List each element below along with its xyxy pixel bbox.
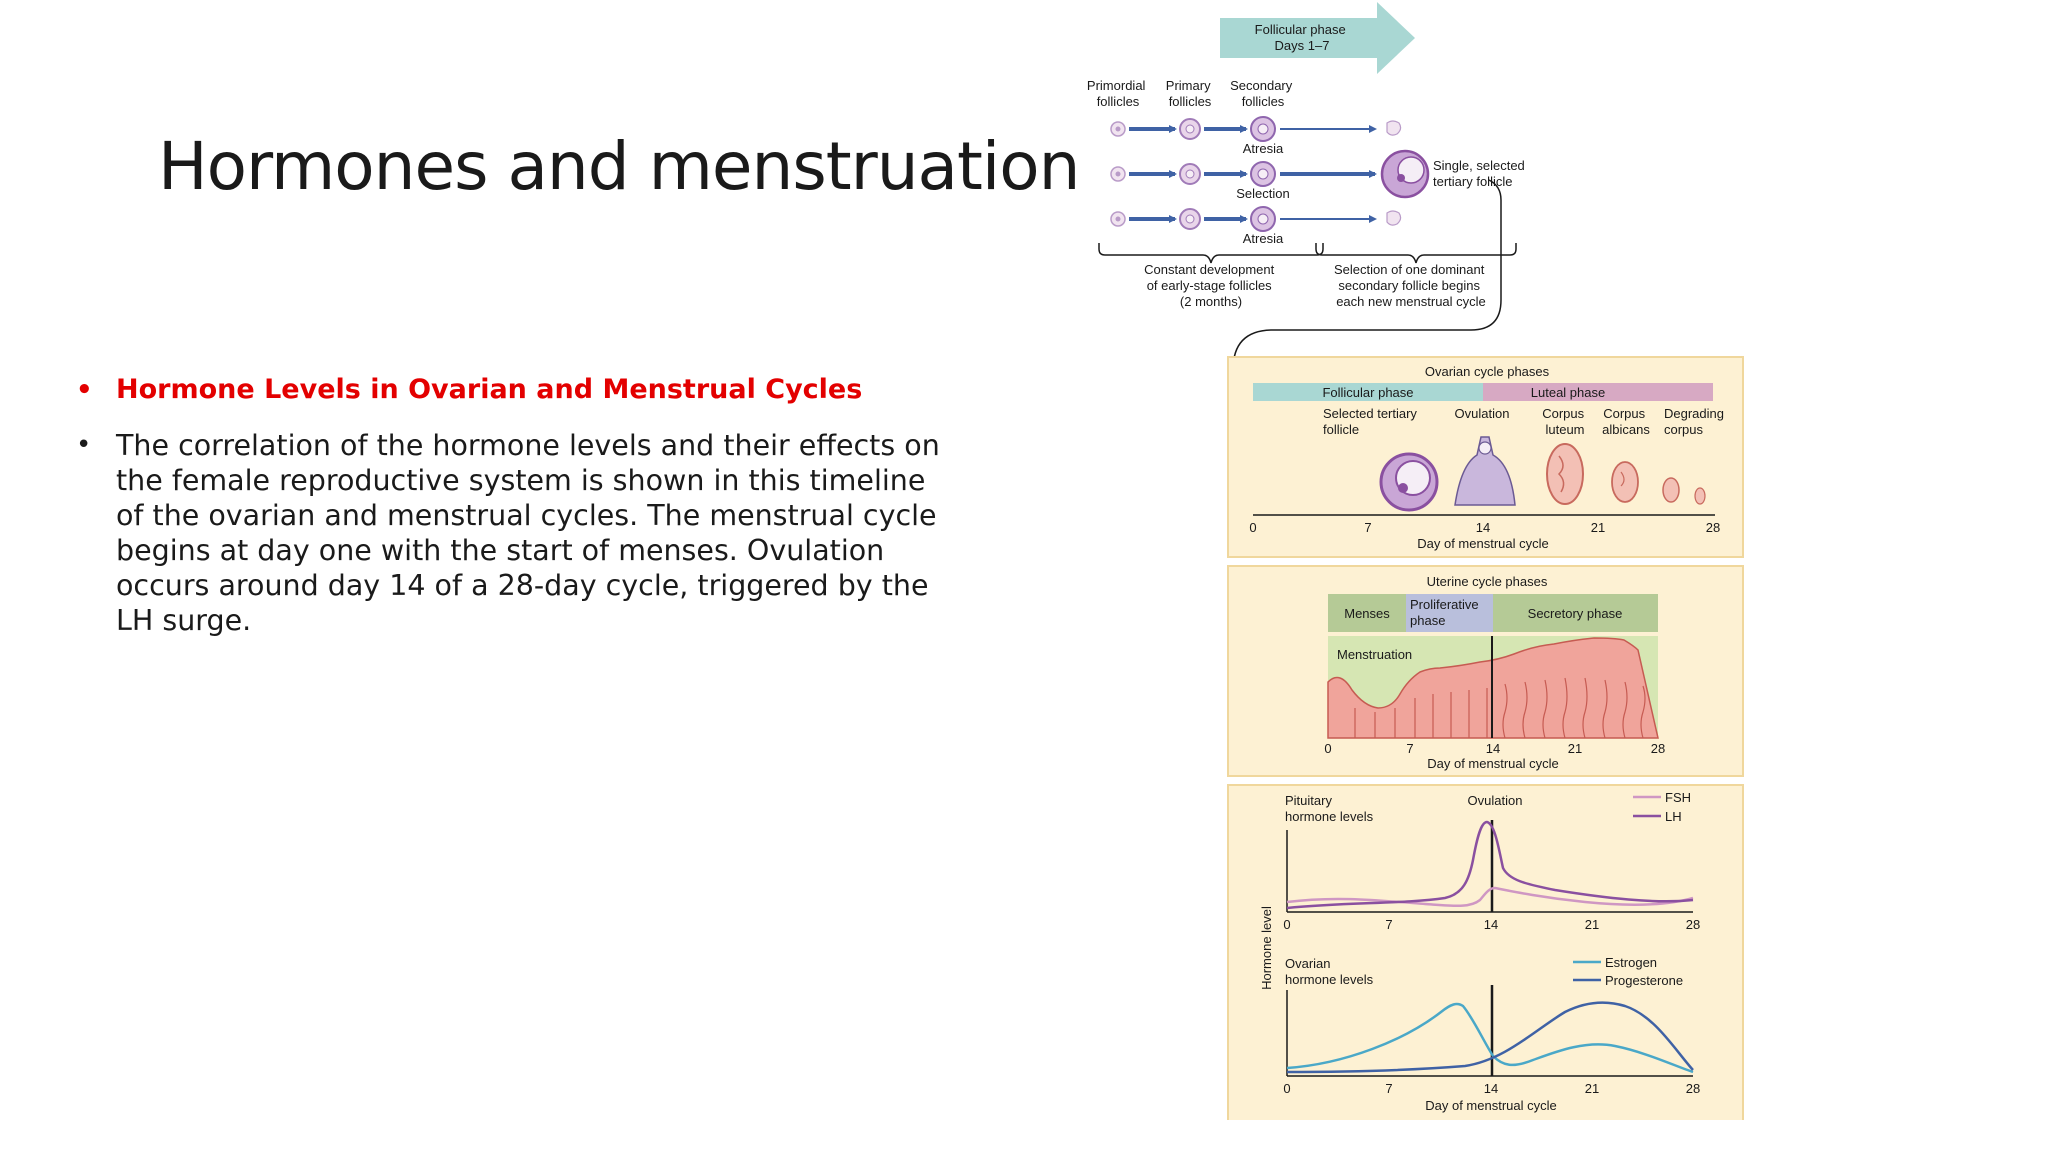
- uterine-panel: Uterine cycle phases Menses Proliferativ…: [1227, 565, 1744, 777]
- ovarian-axis-label: Day of menstrual cycle: [1417, 536, 1549, 551]
- tertiary-follicle-illustration: [1379, 452, 1439, 512]
- uterine-title: Uterine cycle phases: [1427, 574, 1548, 589]
- bullet-body: • The correlation of the hormone levels …: [76, 428, 956, 638]
- corpus-albicans-label: Corpus albicans: [1602, 406, 1650, 437]
- top-tick-0: 0: [1283, 917, 1290, 932]
- bullet-list: • Hormone Levels in Ovarian and Menstrua…: [76, 372, 956, 658]
- legend-progesterone: Progesterone: [1605, 973, 1683, 988]
- luteal-phase-label: Luteal phase: [1531, 385, 1605, 400]
- top-tick-21: 21: [1585, 917, 1599, 932]
- bottom-tick-14: 14: [1484, 1081, 1498, 1096]
- phase-arrow-label: Follicular phase Days 1–7: [1255, 22, 1350, 53]
- ovarian-title: Ovarian cycle phases: [1425, 364, 1550, 379]
- brace-right: [1315, 243, 1517, 264]
- bottom-tick-0: 0: [1283, 1081, 1290, 1096]
- proliferative-label: Proliferative phase: [1410, 597, 1482, 628]
- ovulation-illustration: [1454, 436, 1516, 506]
- col-primordial-label: Primordial follicles: [1087, 78, 1149, 109]
- uterine-tick-21: 21: [1568, 741, 1582, 756]
- uterine-tick-7: 7: [1406, 741, 1413, 756]
- legend-estrogen: Estrogen: [1605, 955, 1657, 970]
- cycle-figure: Follicular phase Days 1–7 Primordial fol…: [1085, 0, 1765, 1120]
- hormone-axis-label: Day of menstrual cycle: [1425, 1098, 1557, 1113]
- follicle-row-selection: [1110, 149, 1430, 199]
- selected-follicle-label: Selected tertiary follicle: [1323, 406, 1421, 437]
- uterine-axis-label: Day of menstrual cycle: [1427, 756, 1559, 771]
- estrogen-curve: [1286, 1002, 1694, 1074]
- follicular-phase-arrow: [1220, 2, 1415, 74]
- ovarian-panel: Ovarian cycle phases Follicular phase Lu…: [1227, 356, 1744, 558]
- ovarian-tick-28: 28: [1706, 520, 1720, 535]
- menstruation-label: Menstruation: [1337, 647, 1412, 662]
- col-secondary-label: Secondary follicles: [1230, 78, 1296, 109]
- endometrial-glands: [1354, 677, 1646, 739]
- menses-label: Menses: [1344, 606, 1390, 621]
- top-tick-7: 7: [1385, 917, 1392, 932]
- ovulation-label: Ovulation: [1455, 406, 1510, 421]
- uterine-tick-14: 14: [1486, 741, 1500, 756]
- bottom-tick-7: 7: [1385, 1081, 1392, 1096]
- hormone-panel: Pituitary hormone levels Ovulation FSH L…: [1227, 784, 1744, 1120]
- lh-curve: [1286, 820, 1694, 910]
- atresia-label-1: Atresia: [1243, 141, 1284, 156]
- bullet-dot: •: [76, 375, 93, 405]
- y-axis-label: Hormone level: [1259, 906, 1274, 990]
- degrading-corpus-label: Degrading corpus: [1664, 406, 1728, 437]
- uterine-tick-0: 0: [1324, 741, 1331, 756]
- legend-ovarian: Estrogen Progesterone: [1573, 955, 1683, 988]
- secretory-label: Secretory phase: [1528, 606, 1623, 621]
- legend-pituitary: FSH LH: [1633, 790, 1691, 824]
- fsh-curve: [1286, 886, 1694, 907]
- ovarian-tick-7: 7: [1364, 520, 1371, 535]
- brace-right-label: Selection of one dominant secondary foll…: [1334, 262, 1488, 309]
- corpus-luteum-illustration: [1546, 443, 1584, 505]
- brace-left-label: Constant development of early-stage foll…: [1144, 262, 1278, 309]
- bullet-dot: •: [76, 430, 92, 460]
- corpus-luteum-label: Corpus luteum: [1542, 406, 1588, 437]
- bottom-tick-21: 21: [1585, 1081, 1599, 1096]
- progesterone-curve: [1286, 1001, 1694, 1074]
- bullet-heading-text: Hormone Levels in Ovarian and Menstrual …: [116, 374, 863, 405]
- legend-lh: LH: [1665, 809, 1682, 824]
- ovarian-tick-14: 14: [1476, 520, 1490, 535]
- bottom-tick-28: 28: [1686, 1081, 1700, 1096]
- brace-left: [1098, 243, 1324, 264]
- top-tick-28: 28: [1686, 917, 1700, 932]
- corpus-albicans-illustration: [1611, 461, 1639, 503]
- slide-title: Hormones and menstruation: [158, 128, 1080, 205]
- col-primary-label: Primary follicles: [1166, 78, 1214, 109]
- follicle-row-atresia-1: [1110, 116, 1402, 142]
- cycle-figure-svg: Follicular phase Days 1–7 Primordial fol…: [1087, 2, 1744, 1120]
- follicle-row-atresia-2: [1110, 206, 1402, 232]
- hormone-ovulation-label: Ovulation: [1468, 793, 1523, 808]
- follicular-phase-label: Follicular phase: [1322, 385, 1413, 400]
- follicle-development: Follicular phase Days 1–7 Primordial fol…: [1087, 2, 1528, 515]
- selected-tertiary-label: Single, selected tertiary follicle: [1433, 158, 1528, 189]
- selection-label: Selection: [1236, 186, 1289, 201]
- pituitary-label: Pituitary hormone levels: [1285, 793, 1374, 824]
- ovarian-tick-0: 0: [1249, 520, 1256, 535]
- ovarian-hormone-label: Ovarian hormone levels: [1285, 956, 1374, 987]
- ovarian-tick-21: 21: [1591, 520, 1605, 535]
- top-tick-14: 14: [1484, 917, 1498, 932]
- degrading-corpus-illustration: [1662, 477, 1706, 505]
- uterine-tick-28: 28: [1651, 741, 1665, 756]
- bullet-body-text: The correlation of the hormone levels an…: [116, 429, 940, 637]
- bullet-heading: • Hormone Levels in Ovarian and Menstrua…: [76, 372, 956, 408]
- atresia-label-2: Atresia: [1243, 231, 1284, 246]
- legend-fsh: FSH: [1665, 790, 1691, 805]
